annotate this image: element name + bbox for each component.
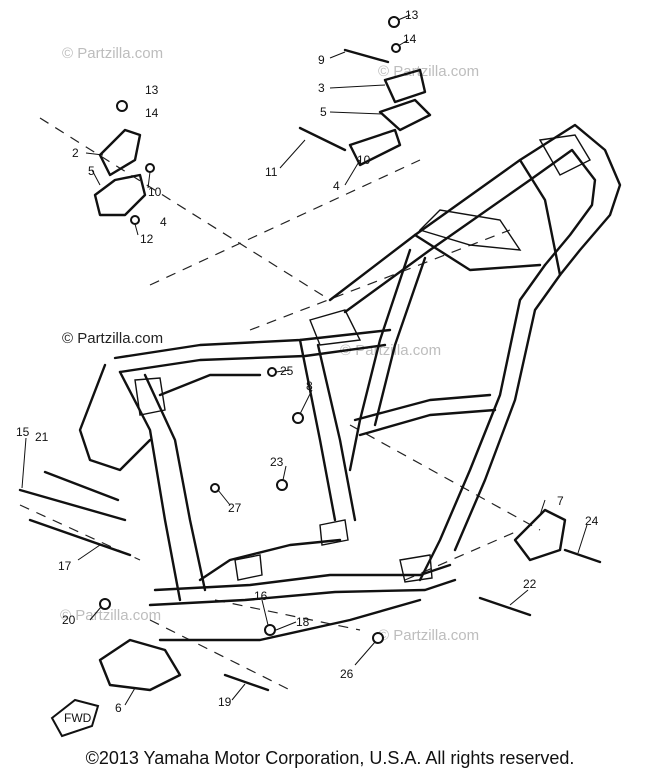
callout-12: 12 (140, 232, 154, 246)
callout-24: 24 (585, 514, 599, 528)
callout-16: 16 (254, 589, 268, 603)
fwd-label: FWD (64, 711, 92, 725)
callout-9: 9 (318, 53, 325, 67)
callout-17: 17 (58, 559, 72, 573)
callout-2: 2 (72, 146, 79, 160)
callout-10-top: 10 (357, 153, 371, 167)
callout-5-top: 5 (320, 105, 327, 119)
callout-20: 20 (62, 613, 76, 627)
callout-21: 21 (35, 430, 49, 444)
lower-left-parts (18, 367, 384, 692)
callout-7: 7 (557, 494, 564, 508)
watermark-middle-left: © Partzilla.com (62, 330, 163, 347)
callout-14-left: 14 (145, 106, 159, 120)
callout-13-top: 13 (405, 8, 419, 22)
right-bracket-assembly (298, 16, 432, 167)
callout-11: 11 (265, 165, 278, 179)
watermark-middle-right: © Partzilla.com (340, 342, 441, 359)
callout-27: 27 (228, 501, 242, 515)
watermark-top-left: © Partzilla.com (62, 45, 163, 62)
callout-4-top: 4 (333, 179, 340, 193)
callout-22: 22 (523, 577, 537, 591)
forward-arrow: FWD (50, 698, 100, 738)
watermark-bottom-right: © Partzilla.com (378, 627, 479, 644)
callout-14-top: 14 (403, 32, 417, 46)
callout-23: 23 (270, 455, 284, 469)
watermark-bottom-left: © Partzilla.com (60, 607, 161, 624)
callout-13-left: 13 (145, 83, 159, 97)
callout-leaders (21, 14, 588, 706)
callout-labels: 13 14 9 3 5 11 4 10 13 14 2 5 10 4 12 25… (16, 8, 599, 715)
callout-10-left: 10 (148, 185, 162, 199)
callout-5-left: 5 (88, 164, 95, 178)
callout-15: 15 (16, 425, 30, 439)
callout-18: 18 (296, 615, 310, 629)
callout-4-left: 4 (160, 215, 167, 229)
callout-19: 19 (218, 695, 232, 709)
callout-25: 25 (280, 364, 294, 378)
callout-3: 3 (318, 81, 325, 95)
engine-mount-bracket (478, 508, 602, 617)
callout-6: 6 (115, 701, 122, 715)
callout-26: 26 (340, 667, 354, 681)
copyright-notice: ©2013 Yamaha Motor Corporation, U.S.A. A… (85, 748, 575, 768)
callout-8: 8 (306, 379, 313, 393)
left-bracket-assembly (93, 100, 155, 225)
motorcycle-frame (78, 123, 622, 642)
